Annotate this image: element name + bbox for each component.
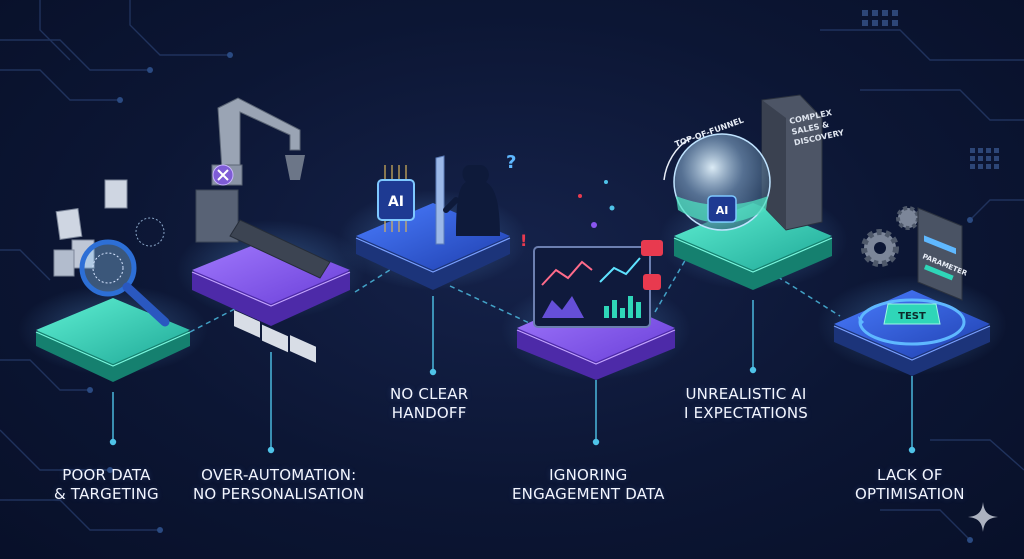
dot-grid-decoration: [862, 10, 999, 169]
label-no-clear-handoff: NO CLEAR HANDOFF: [390, 385, 468, 423]
platform-poor-data: [18, 285, 208, 382]
analytics-dashboard-icon: !: [520, 180, 663, 328]
magnifying-glass-icon: [53, 179, 170, 327]
svg-text:!: !: [520, 231, 527, 250]
label-line: POOR DATA: [62, 466, 151, 484]
label-line: OVER-AUTOMATION:: [201, 466, 357, 484]
circuit-lines-decoration: [0, 0, 1024, 541]
sparkle-icon: [968, 502, 998, 532]
label-lack-of-optimisation: LACK OF OPTIMISATION: [855, 466, 965, 504]
ai-chip-handoff-icon: AI ?: [377, 152, 516, 245]
test-button-label: TEST: [898, 311, 926, 322]
label-line: I EXPECTATIONS: [684, 404, 808, 422]
crystal-ball-icon: COMPLEX SALES & DISCOVERY AI TOP-OF-FUNN…: [663, 94, 845, 231]
label-line: LACK OF: [877, 466, 943, 484]
platform-over-automation: [176, 220, 366, 326]
label-line: IGNORING: [549, 466, 628, 484]
svg-text:?: ?: [506, 152, 516, 173]
label-line: ENGAGEMENT DATA: [512, 485, 665, 503]
robotic-arm-icon: [195, 97, 331, 363]
label-unrealistic-ai: UNREALISTIC AI I EXPECTATIONS: [684, 385, 808, 423]
platform-lack-of-optimisation: [817, 275, 1007, 376]
ai-chip-label-2: AI: [716, 204, 729, 217]
circuit-nodes-decoration: [87, 52, 973, 543]
platform-no-clear-handoff: [338, 190, 528, 290]
label-line: UNREALISTIC AI: [685, 385, 807, 403]
label-line: OPTIMISATION: [855, 485, 965, 503]
label-line: NO CLEAR: [390, 385, 469, 403]
label-leader-lines: [109, 296, 916, 454]
ai-chip-label: AI: [388, 194, 404, 210]
label-line: HANDOFF: [391, 404, 467, 422]
label-poor-data: POOR DATA & TARGETING: [54, 466, 159, 504]
label-ignoring-engagement: IGNORING ENGAGEMENT DATA: [512, 466, 665, 504]
label-line: NO PERSONALISATION: [193, 485, 365, 503]
label-over-automation: OVER-AUTOMATION: NO PERSONALISATION: [193, 466, 364, 504]
test-gears-icon: PARAMETER TEST: [858, 206, 969, 346]
label-line: & TARGETING: [54, 485, 159, 503]
